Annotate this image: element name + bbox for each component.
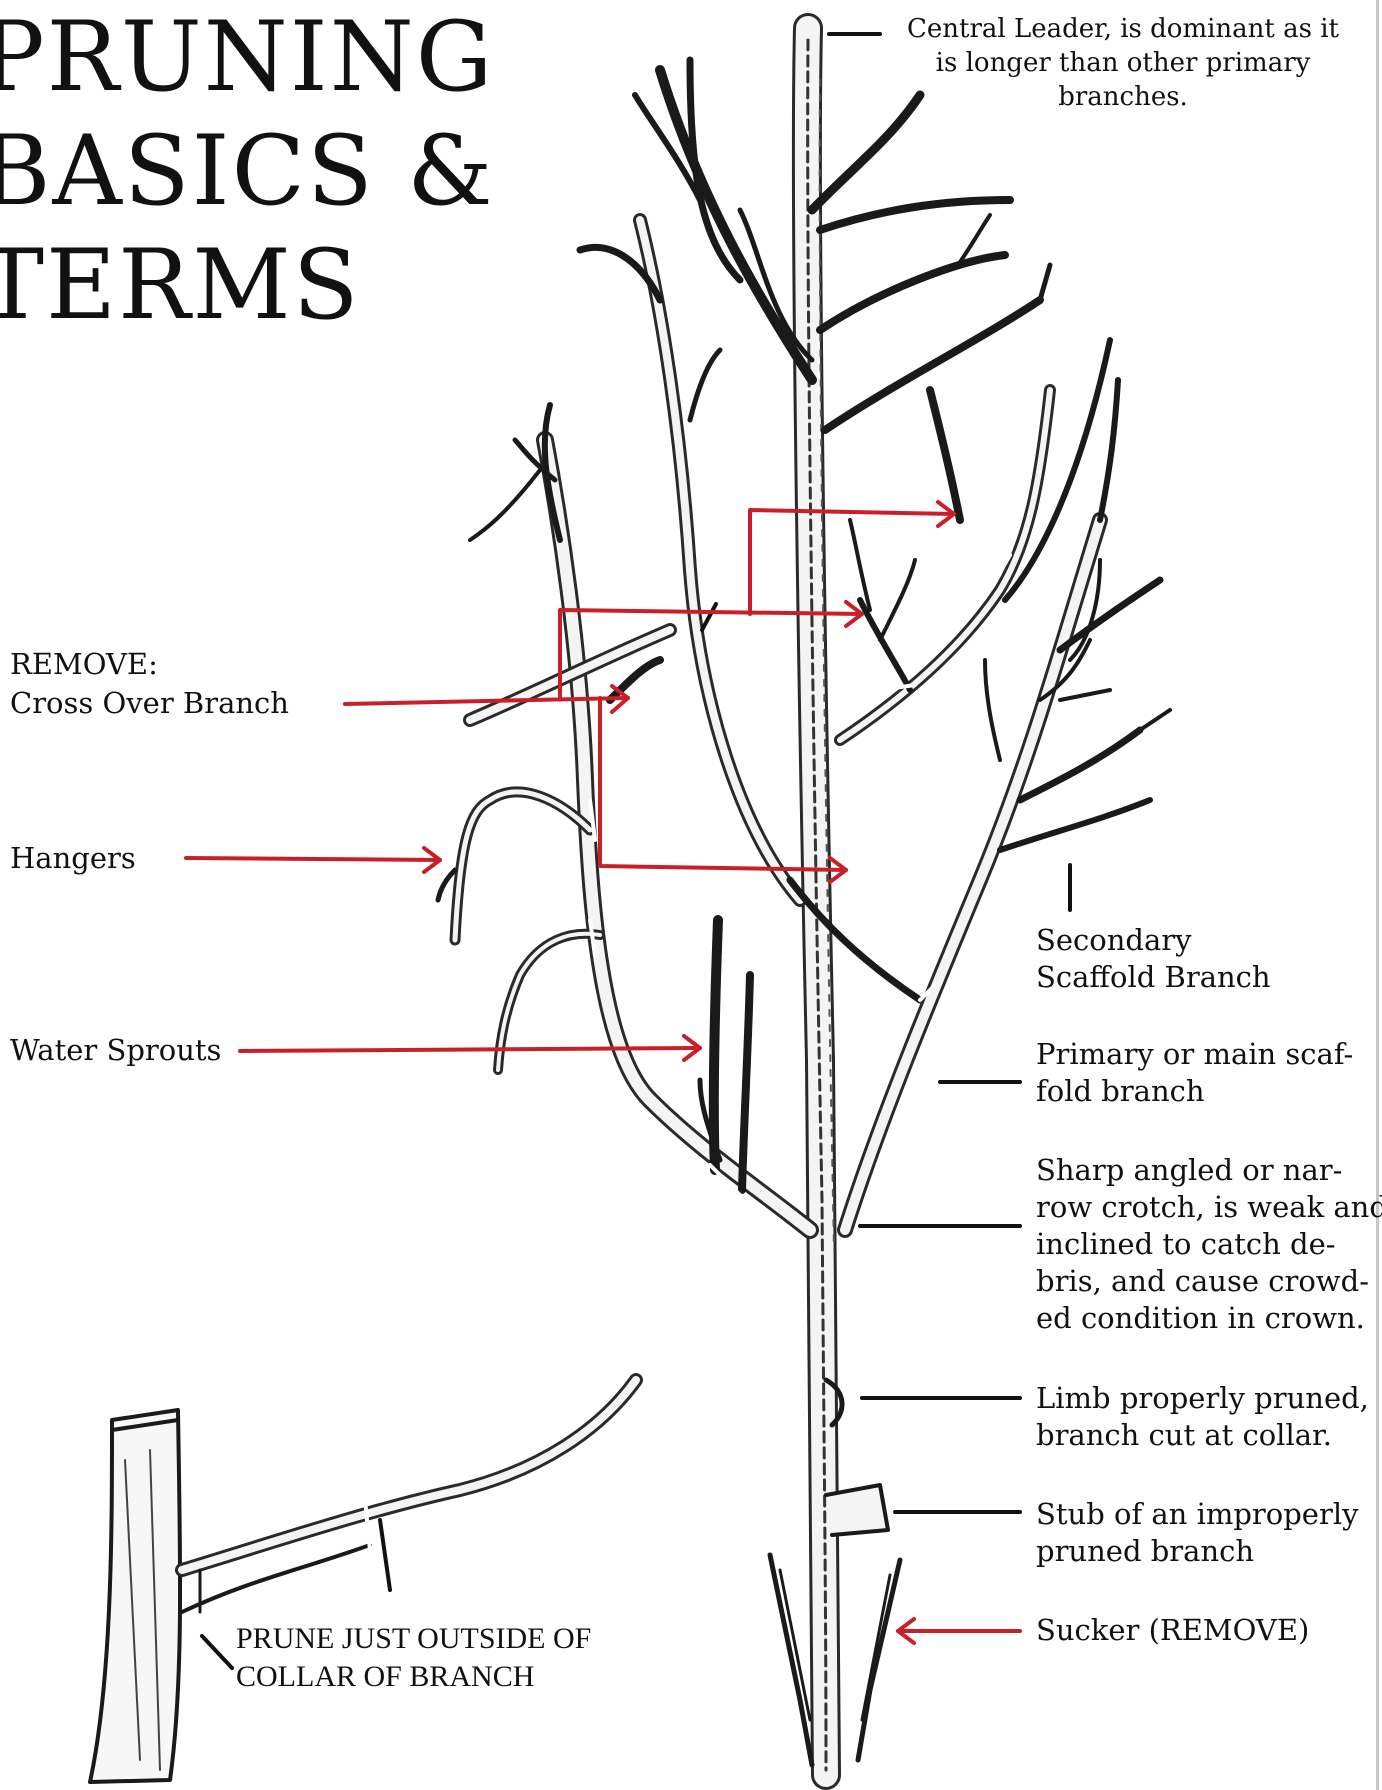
inset-caption: PRUNE JUST OUTSIDE OF COLLAR OF BRANCH [236, 1620, 591, 1696]
caption-line-2: COLLAR OF BRANCH [236, 1658, 591, 1696]
label-sucker: Sucker (REMOVE) [1036, 1612, 1309, 1649]
primary-scaffold-line-1: Primary or main scaf- [1036, 1036, 1353, 1073]
sharp-crotch-line-4: bris, and cause crowd- [1036, 1263, 1382, 1300]
primary-scaffold-line-2: fold branch [1036, 1073, 1353, 1110]
inset-trunk [90, 1410, 180, 1782]
label-limb-pruned: Limb properly pruned, branch cut at coll… [1036, 1380, 1369, 1454]
leader-caption-b [202, 1636, 232, 1668]
label-central-leader: Central Leader, is dominant as it is lon… [888, 12, 1358, 114]
sucker-right [858, 1560, 900, 1760]
stub-line-1: Stub of an improperly [1036, 1496, 1358, 1533]
arrow-hangers [186, 858, 440, 860]
sharp-crotch-line-1: Sharp angled or nar- [1036, 1152, 1382, 1189]
leader-crossmark [702, 604, 716, 630]
stub-line-2: pruned branch [1036, 1533, 1358, 1570]
sharp-crotch-line-5: ed condition in crown. [1036, 1300, 1382, 1337]
caption-line-1: PRUNE JUST OUTSIDE OF [236, 1620, 591, 1658]
label-hangers: Hangers [10, 840, 136, 877]
limb-pruned-line-2: branch cut at collar. [1036, 1417, 1369, 1454]
label-stub: Stub of an improperly pruned branch [1036, 1496, 1358, 1570]
label-cross-over-branch: Cross Over Branch [10, 685, 289, 722]
limb-pruned-line-1: Limb properly pruned, [1036, 1380, 1369, 1417]
secondary-scaffold-line-1: Secondary [1036, 922, 1271, 959]
secondary-scaffold-line-2: Scaffold Branch [1036, 959, 1271, 996]
label-remove-heading: REMOVE: [10, 646, 158, 683]
central-leader-line-1: Central Leader, is dominant as it [888, 12, 1358, 46]
inset-branch [182, 1380, 636, 1570]
leader-lines [202, 34, 1070, 1668]
improper-stub [826, 1485, 888, 1535]
sucker-left [770, 1555, 812, 1765]
sharp-crotch-line-3: inclined to catch de- [1036, 1226, 1382, 1263]
central-leader-line-3: branches. [888, 80, 1358, 114]
leader-caption-a [380, 1520, 390, 1590]
central-leader-line-2: is longer than other primary [888, 46, 1358, 80]
label-sharp-crotch: Sharp angled or nar- row crotch, is weak… [1036, 1152, 1382, 1337]
label-primary-scaffold: Primary or main scaf- fold branch [1036, 1036, 1353, 1110]
arrow-water-sprouts [240, 1048, 700, 1051]
label-water-sprouts: Water Sprouts [10, 1032, 221, 1069]
water-sprout-1 [714, 920, 718, 1170]
water-sprout-2 [742, 975, 750, 1190]
label-secondary-scaffold: Secondary Scaffold Branch [1036, 922, 1271, 996]
sharp-crotch-line-2: row crotch, is weak and [1036, 1189, 1382, 1226]
